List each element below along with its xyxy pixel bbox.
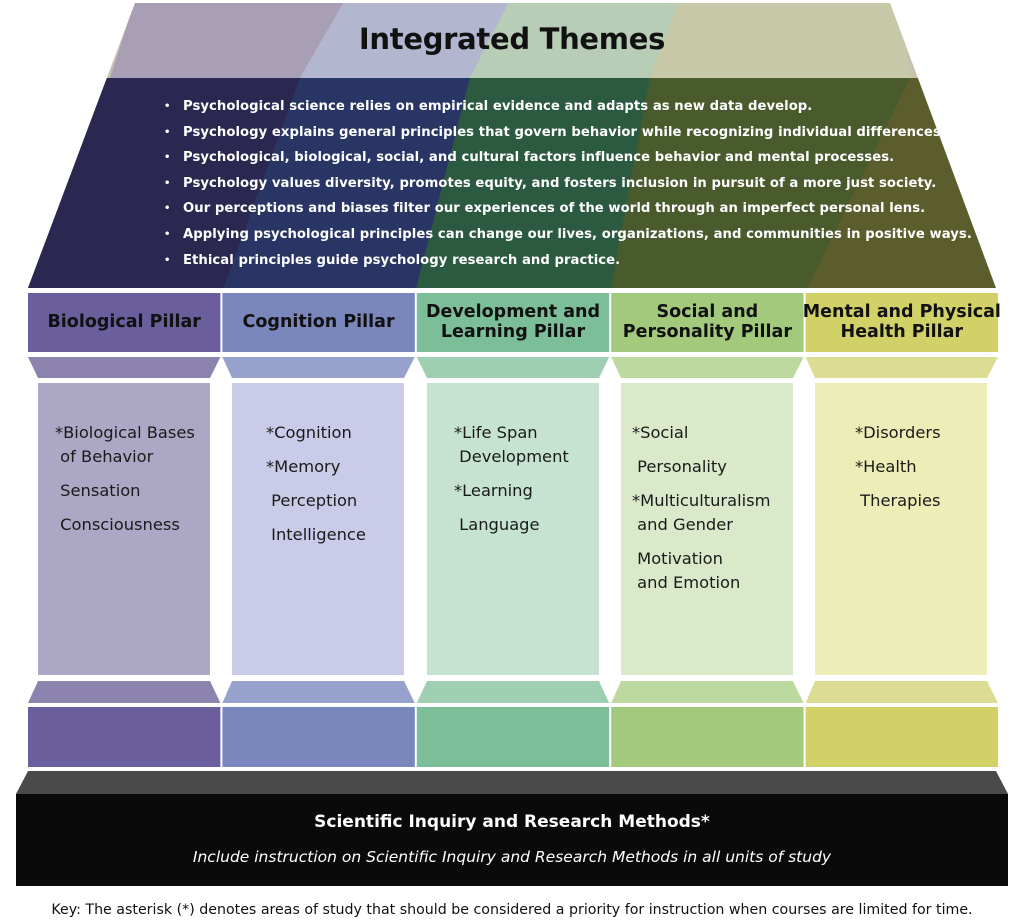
theme-item: • Psychological, biological, social, and … bbox=[162, 145, 972, 171]
pillar-topic: Perception bbox=[266, 491, 358, 510]
theme-text: Psychology values diversity, promotes eq… bbox=[183, 175, 937, 191]
bullet-icon: • bbox=[164, 228, 171, 240]
roof-body-band-2 bbox=[222, 78, 470, 288]
pillar-title: Cognition Pillar bbox=[242, 311, 395, 332]
bullet-icon: • bbox=[164, 152, 171, 164]
pillar-title: Development and Learning Pillar bbox=[425, 301, 601, 343]
pillar-plinth bbox=[416, 707, 610, 767]
pillar-topic: *Memory bbox=[266, 457, 341, 476]
pillar-capital bbox=[28, 293, 221, 352]
pillar-base-taper bbox=[611, 681, 804, 703]
pillar-topics: *Life Span Development *Learning Language bbox=[454, 383, 604, 675]
bullet-icon: • bbox=[164, 177, 171, 189]
key-note: Key: The asterisk (*) denotes areas of s… bbox=[51, 902, 973, 918]
pillar-topic: Sensation bbox=[55, 481, 141, 500]
roof-cornice-band-2 bbox=[300, 3, 510, 78]
roof-body-band-4 bbox=[610, 78, 910, 288]
theme-text: Psychology explains general principles t… bbox=[183, 124, 946, 140]
theme-item: • Psychological science relies on empiric… bbox=[162, 94, 972, 120]
pillar-topics: *Cognition *Memory Perception Intelligenc… bbox=[266, 383, 416, 675]
pillar-capital-taper bbox=[416, 357, 610, 378]
pillar-topic: Consciousness bbox=[55, 515, 180, 534]
foundation-subtitle: Include instruction on Scientific Inquir… bbox=[192, 848, 832, 866]
theme-item: • Applying psychological principles can c… bbox=[162, 222, 972, 248]
pillar-shaft bbox=[232, 383, 404, 675]
pillar-title: Mental and Physical Health Pillar bbox=[802, 301, 1001, 343]
pillar-topic: *Cognition bbox=[266, 423, 352, 442]
pillar-topic: *Health bbox=[855, 457, 917, 476]
pillar-topic: *Biological Bases of Behavior bbox=[55, 423, 195, 466]
pillar-capital-taper bbox=[222, 357, 415, 378]
pillar-base-taper bbox=[28, 681, 221, 703]
theme-text: Our perceptions and biases filter our ex… bbox=[183, 201, 926, 217]
foundation-step bbox=[16, 771, 1008, 794]
foundation-title: Scientific Inquiry and Research Methods* bbox=[314, 812, 710, 832]
pillar-base-taper bbox=[805, 681, 998, 703]
pillar-shaft bbox=[427, 383, 599, 675]
pillar-topic: Intelligence bbox=[266, 525, 366, 544]
pillar-topic: *Life Span Development bbox=[454, 423, 569, 466]
pillar-shaft bbox=[38, 383, 210, 675]
roof-pediment bbox=[16, 3, 1008, 794]
bullet-icon: • bbox=[164, 203, 171, 215]
pillar-topics: *Social Personality *Multiculturalism and… bbox=[632, 383, 782, 675]
pillar-plinth bbox=[805, 707, 998, 767]
pillar-capital-taper bbox=[805, 357, 998, 378]
pillar-topics: *Biological Bases of Behavior Sensation … bbox=[55, 383, 205, 675]
pillar-plinth bbox=[222, 707, 415, 767]
pillar-capital-taper bbox=[28, 357, 221, 378]
pillar-topic: Therapies bbox=[855, 491, 941, 510]
pillar-capital bbox=[805, 293, 998, 352]
pillar-title: Social and Personality Pillar bbox=[622, 301, 792, 343]
pillar-shaft bbox=[621, 383, 793, 675]
theme-text: Psychological science relies on empirica… bbox=[183, 99, 813, 114]
pillar-base-taper bbox=[416, 681, 610, 703]
pillar-capital bbox=[416, 293, 610, 352]
theme-text: Applying psychological principles can ch… bbox=[183, 226, 972, 242]
theme-text: Psychological, biological, social, and c… bbox=[183, 150, 895, 166]
pillar-topics: *Disorders *Health Therapies bbox=[855, 383, 1005, 675]
pillar-topic: *Disorders bbox=[855, 423, 941, 442]
pillar-capital bbox=[222, 293, 415, 352]
bullet-icon: • bbox=[164, 254, 171, 266]
theme-text: Ethical principles guide psychology rese… bbox=[183, 252, 621, 268]
pillar-topic: Language bbox=[454, 515, 540, 534]
themes-list: • Psychological science relies on empiric… bbox=[162, 94, 972, 273]
pillar-plinth bbox=[611, 707, 804, 767]
pillar-capital bbox=[611, 293, 804, 352]
pillar-topic: Personality bbox=[632, 457, 727, 476]
roof-cornice-band-3 bbox=[470, 3, 680, 78]
pillar-topic: *Social bbox=[632, 423, 689, 442]
bullet-icon: • bbox=[164, 126, 171, 138]
pillar-topic: *Multiculturalism and Gender bbox=[632, 491, 771, 534]
pillar-capital-taper bbox=[611, 357, 804, 378]
pillar-topic: Motivation and Emotion bbox=[637, 549, 741, 592]
pillar-base-taper bbox=[222, 681, 415, 703]
roof-cornice-band-4 bbox=[650, 3, 910, 78]
pillar-plinth bbox=[28, 707, 221, 767]
theme-item: • Ethical principles guide psychology res… bbox=[162, 248, 972, 274]
theme-item: • Psychology explains general principles … bbox=[162, 120, 972, 146]
pillar-topic: *Learning bbox=[454, 481, 533, 500]
theme-item: • Psychology values diversity, promotes e… bbox=[162, 171, 972, 197]
roof-body-band-3 bbox=[415, 78, 650, 288]
pillar-shaft bbox=[815, 383, 987, 675]
diagram-title: Integrated Themes bbox=[358, 22, 666, 56]
theme-item: • Our perceptions and biases filter our e… bbox=[162, 196, 972, 222]
bullet-icon: • bbox=[164, 101, 171, 112]
pillar-title: Biological Pillar bbox=[47, 311, 201, 332]
foundation-band bbox=[16, 794, 1008, 886]
roof-cornice-band-1 bbox=[110, 3, 345, 78]
